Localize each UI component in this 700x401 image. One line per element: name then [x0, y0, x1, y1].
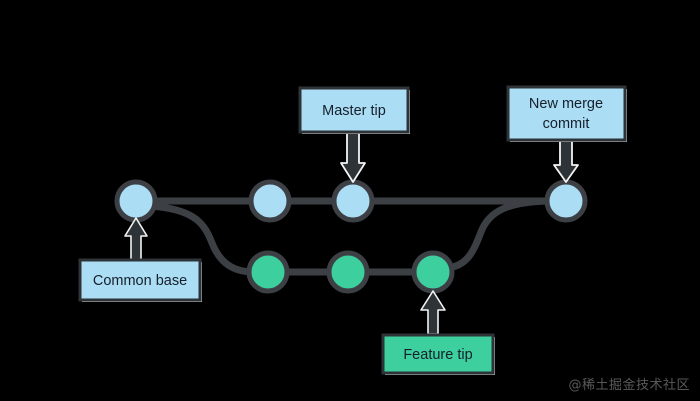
- commit-node-feature-2[interactable]: [326, 250, 370, 294]
- label-box-master-tip-rect: [298, 86, 410, 134]
- label-box-feature-tip-rect: [381, 333, 495, 375]
- label-new-merge-commit-line-1: New merge: [529, 96, 603, 112]
- label-box-common-base[interactable]: Common base: [78, 258, 202, 302]
- arrow-common-base: [124, 217, 148, 261]
- label-box-feature-tip[interactable]: Feature tip: [381, 333, 495, 375]
- merge-curve: [443, 197, 552, 272]
- commit-node-master-tip[interactable]: [331, 179, 375, 223]
- label-box-new-merge-commit[interactable]: New merge commit: [506, 85, 627, 142]
- label-box-master-tip[interactable]: Master tip: [298, 86, 410, 134]
- arrow-new-merge-commit: [553, 140, 579, 183]
- label-new-merge-commit-line-2: commit: [543, 116, 590, 132]
- commit-node-feature-tip[interactable]: [411, 250, 455, 294]
- arrow-feature-tip: [420, 290, 446, 335]
- commit-node-master-1[interactable]: [248, 179, 292, 223]
- label-box-new-merge-commit-rect: [506, 85, 627, 142]
- label-box-common-base-rect: [78, 258, 202, 302]
- label-feature-tip-text: Feature tip: [403, 347, 472, 363]
- feature-commit-nodes: [246, 250, 455, 294]
- commit-node-merge[interactable]: [544, 179, 588, 223]
- label-master-tip-text: Master tip: [322, 103, 386, 119]
- branch-off-curve: [146, 202, 258, 276]
- watermark: @稀土掘金技术社区: [568, 378, 690, 393]
- arrow-master-tip: [340, 132, 366, 183]
- commit-node-base[interactable]: [114, 179, 158, 223]
- commit-node-feature-1[interactable]: [246, 250, 290, 294]
- label-common-base-text: Common base: [93, 273, 187, 289]
